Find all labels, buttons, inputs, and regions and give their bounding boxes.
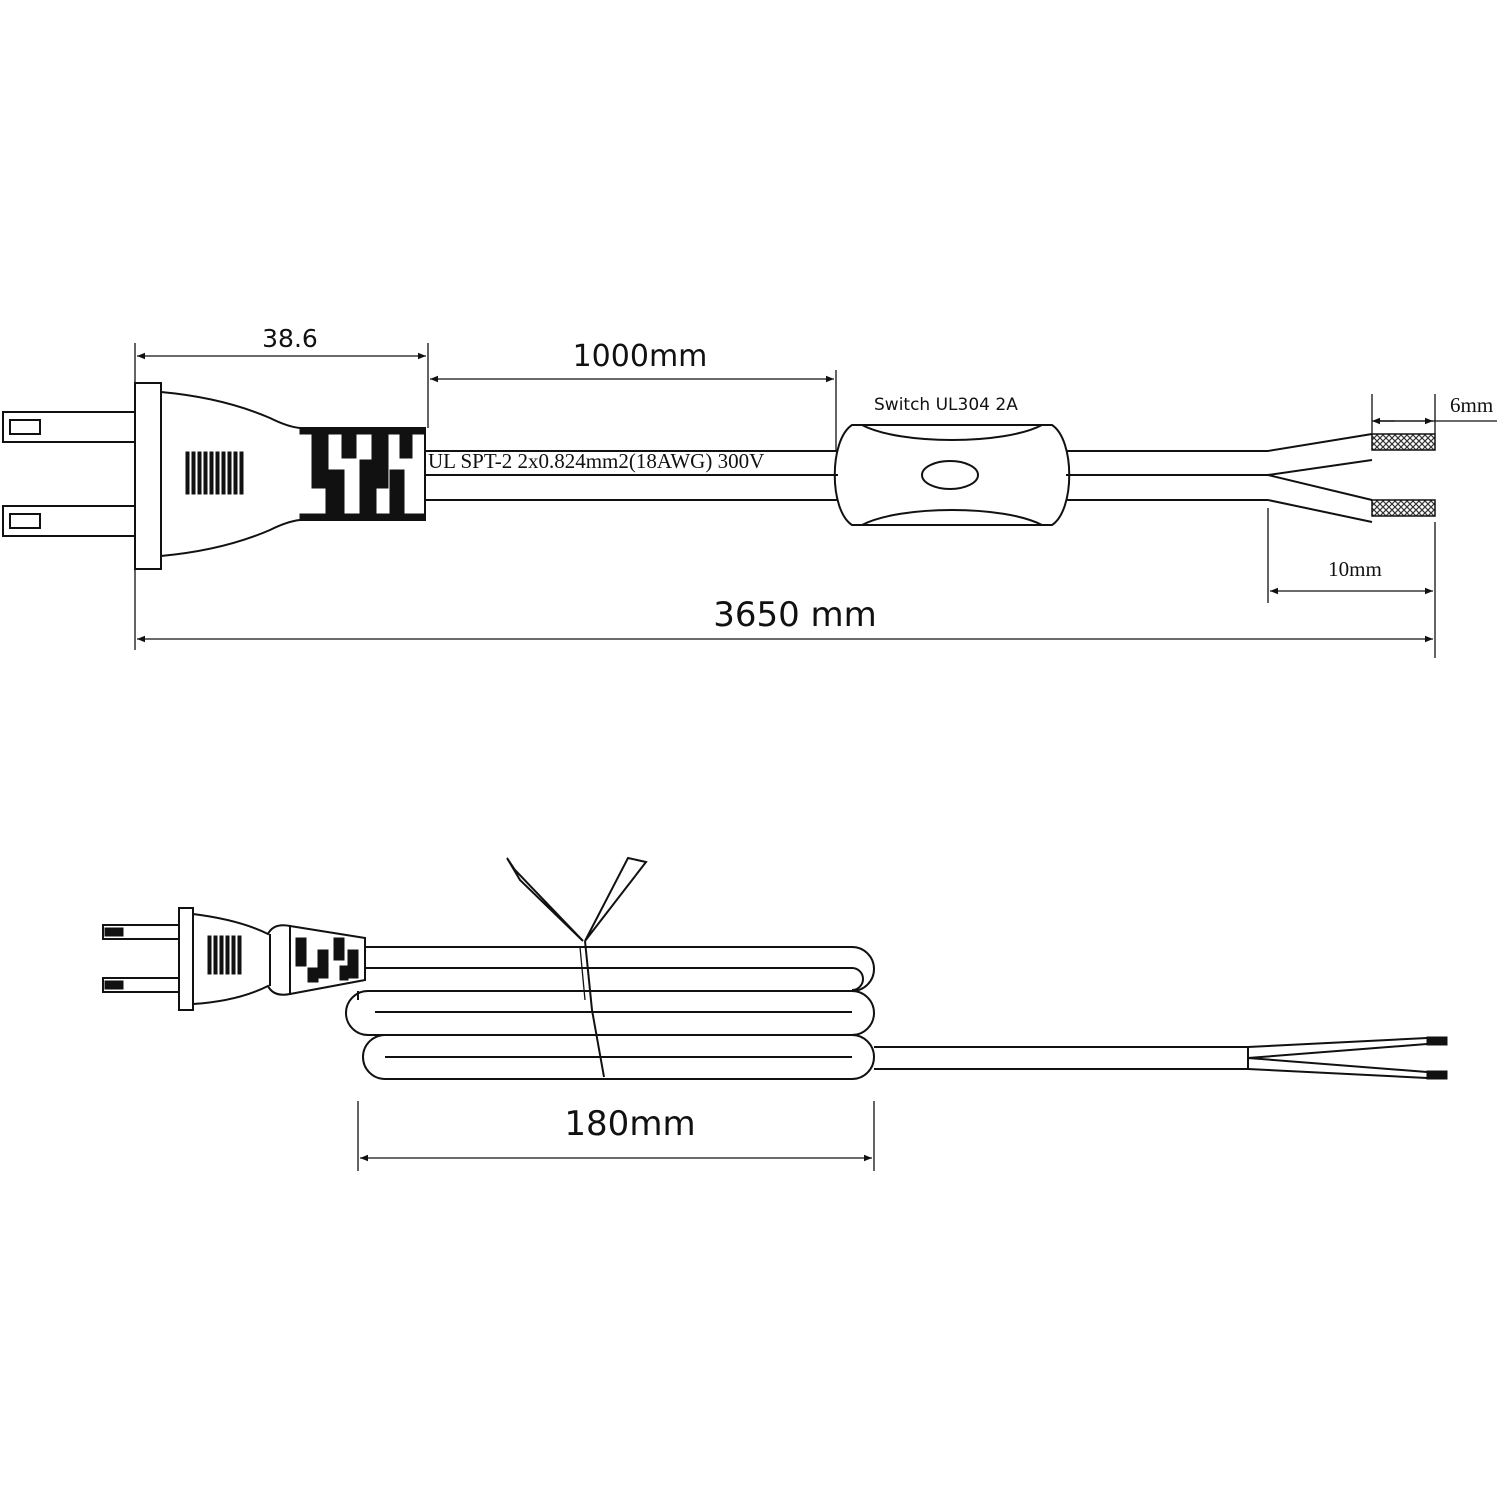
twist-tie	[506, 856, 648, 1078]
bottom-view: 180mm	[102, 856, 1448, 1171]
dim-plug-label: 38.6	[262, 324, 318, 353]
coiled-plug-prongs	[102, 924, 180, 993]
coiled-plug-body	[178, 907, 366, 1011]
top-view: UL SPT-2 2x0.824mm2(18AWG) 300V Switch U…	[2, 324, 1497, 658]
switch-button	[921, 460, 979, 490]
cable: UL SPT-2 2x0.824mm2(18AWG) 300V	[425, 433, 1373, 523]
stripped-ends	[1371, 433, 1436, 517]
plug-prongs	[2, 411, 136, 537]
dim-strip-length: 6mm	[1371, 393, 1497, 434]
dim-split-label: 10mm	[1328, 557, 1382, 581]
switch-label: Switch UL304 2A	[874, 395, 1018, 415]
dim-coil-label: 180mm	[564, 1104, 695, 1144]
plug-body	[134, 382, 426, 570]
dim-split-length: 10mm	[1267, 508, 1433, 603]
coiled-cable	[345, 946, 1448, 1080]
coiled-plug-grip	[207, 935, 242, 975]
dim-coil-length: 180mm	[357, 1101, 875, 1171]
inline-switch: Switch UL304 2A	[833, 395, 1071, 526]
dim-total-label: 3650 mm	[713, 595, 877, 635]
strain-relief	[299, 427, 426, 521]
coiled-strain-relief	[295, 937, 359, 983]
dim-plug-length: 38.6	[134, 324, 429, 428]
dim-plug-to-switch-label: 1000mm	[573, 339, 708, 374]
dim-total-length: 3650 mm	[134, 522, 1436, 658]
dim-plug-to-switch: 1000mm	[430, 339, 837, 451]
dim-strip-label: 6mm	[1450, 393, 1493, 417]
cable-spec-label: UL SPT-2 2x0.824mm2(18AWG) 300V	[428, 449, 764, 473]
plug-grip-ribs	[185, 451, 244, 495]
